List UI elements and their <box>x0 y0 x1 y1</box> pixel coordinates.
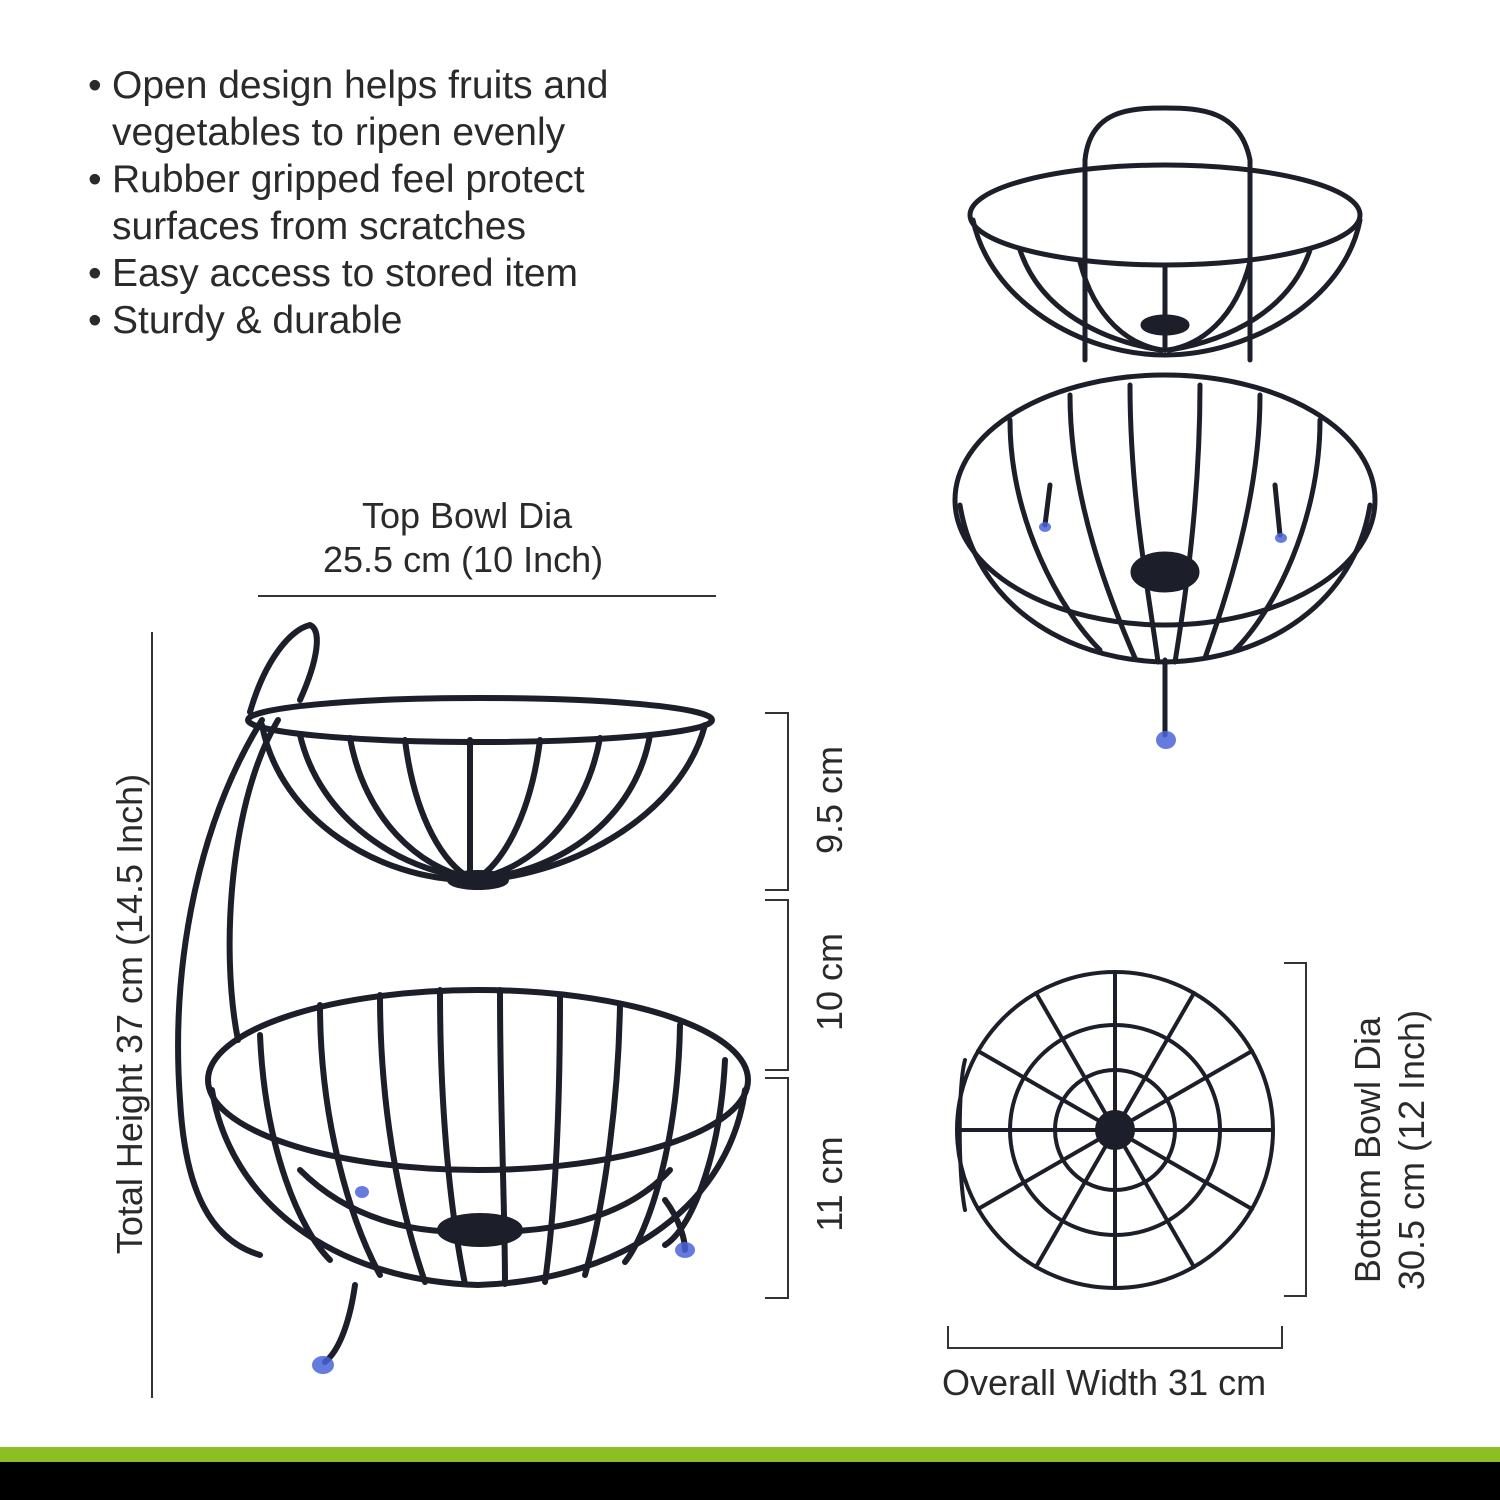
rubber-feet <box>312 1186 695 1374</box>
inner-spine <box>226 717 281 1043</box>
basket-top-view <box>955 970 1275 1290</box>
feature-text-continued: surfaces from scratches <box>112 205 526 248</box>
front-handle <box>1082 105 1253 363</box>
feature-item: • Sturdy & durable <box>88 297 609 344</box>
bullet: • <box>88 252 102 295</box>
feature-item: • Open design helps fruits and vegetable… <box>88 62 609 156</box>
top-bowl-dia-title: Top Bowl Dia <box>362 495 573 536</box>
front-leg <box>322 1282 358 1365</box>
front-top-rim <box>967 162 1363 268</box>
feature-item: • Rubber gripped feel protect surfaces f… <box>88 156 609 250</box>
bottom-bowl-height-bracket <box>765 1077 789 1299</box>
overall-width-bracket <box>947 1326 1283 1349</box>
feature-text-continued: vegetables to ripen evenly <box>112 111 566 154</box>
gap-height-bracket <box>765 899 789 1071</box>
basket-side-view <box>175 621 751 1365</box>
total-height-label: Total Height 37 cm (14.5 Inch) <box>109 773 150 1255</box>
basket-front-view <box>952 105 1378 738</box>
bottom-bowl-rim <box>205 987 751 1173</box>
feature-item: • Easy access to stored item <box>88 250 609 297</box>
bullet: • <box>88 158 102 201</box>
accent-band <box>0 1447 1500 1462</box>
top-view-spokes <box>955 970 1275 1290</box>
handle-hook <box>247 621 320 715</box>
bullet: • <box>88 64 102 107</box>
top-bowl-height-bracket <box>765 712 789 891</box>
bottom-bowl-dia-label: Bottom Bowl Dia 30.5 cm (12 Inch) <box>1346 980 1434 1320</box>
feature-list: • Open design helps fruits and vegetable… <box>88 62 609 344</box>
front-bottom-rim <box>952 372 1378 628</box>
feature-text: Open design helps fruits and <box>112 64 609 107</box>
bullet: • <box>88 299 102 342</box>
top-bowl-height-label: 9.5 cm <box>809 745 850 855</box>
bottom-band <box>0 1462 1500 1500</box>
feature-text: Easy access to stored item <box>112 252 579 295</box>
gap-height-label: 10 cm <box>809 932 850 1032</box>
dimension-lines <box>151 595 1307 1398</box>
bottom-bowl-height-label: 11 cm <box>809 1136 850 1232</box>
bottom-bowl-dia-value: 30.5 cm (12 Inch) <box>1391 1009 1432 1291</box>
overall-width-label: Overall Width 31 cm <box>942 1362 1267 1403</box>
feature-text: Sturdy & durable <box>112 299 403 342</box>
front-rubber-feet <box>1039 522 1287 749</box>
top-bowl-dia-value: 25.5 cm (10 Inch) <box>323 539 604 580</box>
feature-text: Rubber gripped feel protect <box>112 158 585 201</box>
bottom-bowl-dia-bracket <box>1284 962 1307 1297</box>
bottom-bowl-dia-title: Bottom Bowl Dia <box>1347 1016 1388 1284</box>
top-bowl-rim <box>245 695 715 745</box>
support-spine <box>175 717 265 1258</box>
